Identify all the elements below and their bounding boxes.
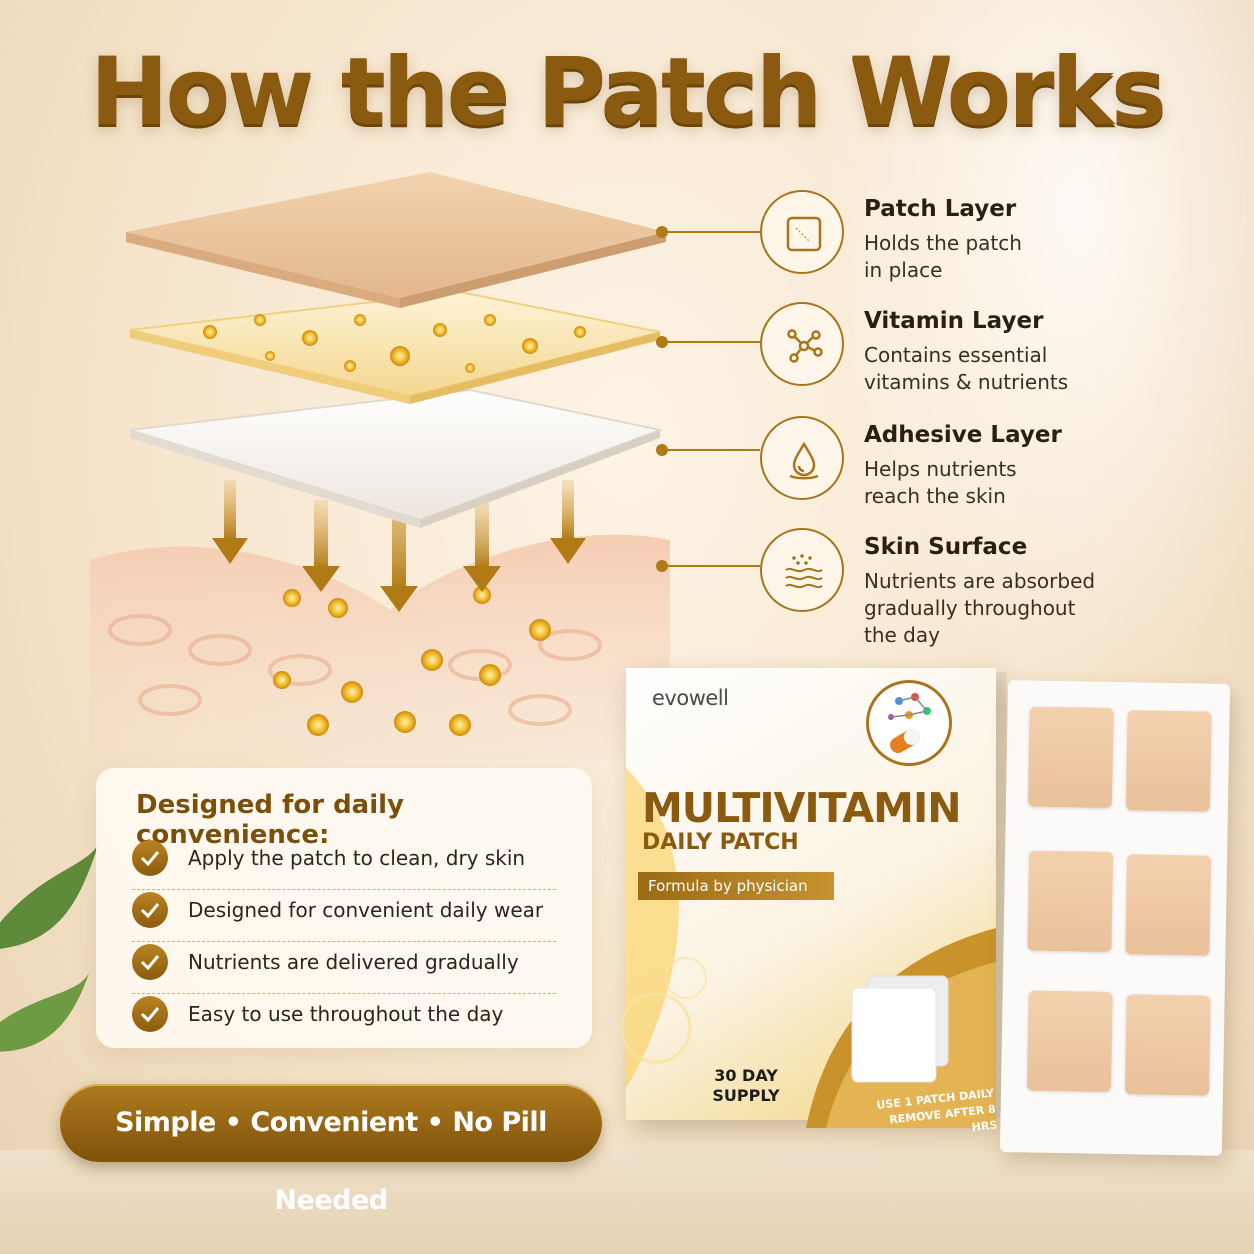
checkmark-icon [132,892,168,928]
vitamin-layer [129,290,661,398]
patch-layers-illustration [90,172,760,760]
patch-sticker [1124,994,1211,1096]
feature-description-line: reach the skin [864,484,1006,508]
patch-sticker [1027,706,1114,808]
feature-description-line: Holds the patch [864,231,1022,255]
convenience-card: Designed for daily convenience: Apply th… [96,768,592,1048]
checkmark-icon [132,996,168,1032]
divider [132,993,556,994]
supply-label: 30 DAY SUPPLY [706,1066,786,1106]
leader-lines [656,226,760,572]
divider [132,941,556,942]
patch-sticker [1125,710,1212,812]
absorbed-nutrients [273,586,551,736]
checkmark-icon [132,944,168,980]
feature-description: Nutrients are absorbed gradually through… [864,568,1124,649]
feature-title: Vitamin Layer [864,308,1044,334]
feature-description-line: Helps nutrients [864,457,1017,481]
feature-vitamin-layer: Vitamin Layer Contains essential vitamin… [760,302,1240,402]
background-glow [820,0,1254,700]
background-table [0,1150,1254,1254]
feature-description-line: vitamins & nutrients [864,370,1069,394]
feature-description: Holds the patch in place [864,230,1124,284]
brand-logo: evowell [652,686,729,710]
product-box-side [996,672,1006,1118]
list-item-text: Easy to use throughout the day [188,1002,504,1026]
supply-line: SUPPLY [712,1086,780,1105]
list-item: Easy to use throughout the day [132,992,562,1044]
list-item: Nutrients are delivered gradually [132,940,562,994]
list-item: Apply the patch to clean, dry skin [132,836,562,890]
list-item-text: Apply the patch to clean, dry skin [188,846,526,870]
tagline-banner: Simple • Convenient • No Pill Needed [60,1084,602,1216]
formula-badge: Formula by physician [638,872,834,900]
feature-title: Adhesive Layer [864,422,1062,448]
page-title: How the Patch Works [90,38,1167,147]
divider [132,889,556,890]
patch-sticker [1027,850,1114,952]
molecule-icon [760,302,844,386]
feature-description-line: in place [864,258,943,282]
product-box: evowell MULTIVITAMIN DAILY PATCH Formula… [620,668,998,1134]
list-item-text: Designed for convenient daily wear [188,898,544,922]
skin-waves-icon [760,528,844,612]
vitamin-beads [203,314,586,373]
patch-sticker [1125,854,1212,956]
leaf-decoration [0,840,100,1052]
card-title: Designed for daily convenience: [136,790,404,850]
feature-adhesive-layer: Adhesive Layer Helps nutrients reach the… [760,416,1240,516]
feature-description-line: Contains essential [864,343,1048,367]
feature-description: Helps nutrients reach the skin [864,456,1124,510]
product-subname: DAILY PATCH [642,830,799,855]
list-item-text: Nutrients are delivered gradually [188,950,519,974]
patch-sticker [1026,990,1113,1092]
skin-block [90,534,670,760]
feature-description-line: Nutrients are absorbed [864,569,1096,593]
product-name: MULTIVITAMIN [642,784,962,832]
patch-square-icon [760,190,844,274]
patch-sample-image [851,975,949,1083]
feature-title: Patch Layer [864,196,1017,222]
feature-description: Contains essential vitamins & nutrients [864,342,1124,396]
skin-cells [108,614,602,726]
feature-skin-surface: Skin Surface Nutrients are absorbed grad… [760,528,1240,647]
patch-sheet [999,680,1231,1156]
patch-layer [126,172,666,298]
feature-patch-layer: Patch Layer Holds the patch in place [760,190,1240,290]
feature-description-line: gradually throughout [864,596,1076,620]
feature-description-line: the day [864,623,940,647]
supply-line: 30 DAY [714,1066,778,1085]
droplet-icon [760,416,844,500]
checkmark-icon [132,840,168,876]
capsule-molecule-icon [866,680,952,766]
feature-title: Skin Surface [864,534,1028,560]
list-item: Designed for convenient daily wear [132,888,562,942]
